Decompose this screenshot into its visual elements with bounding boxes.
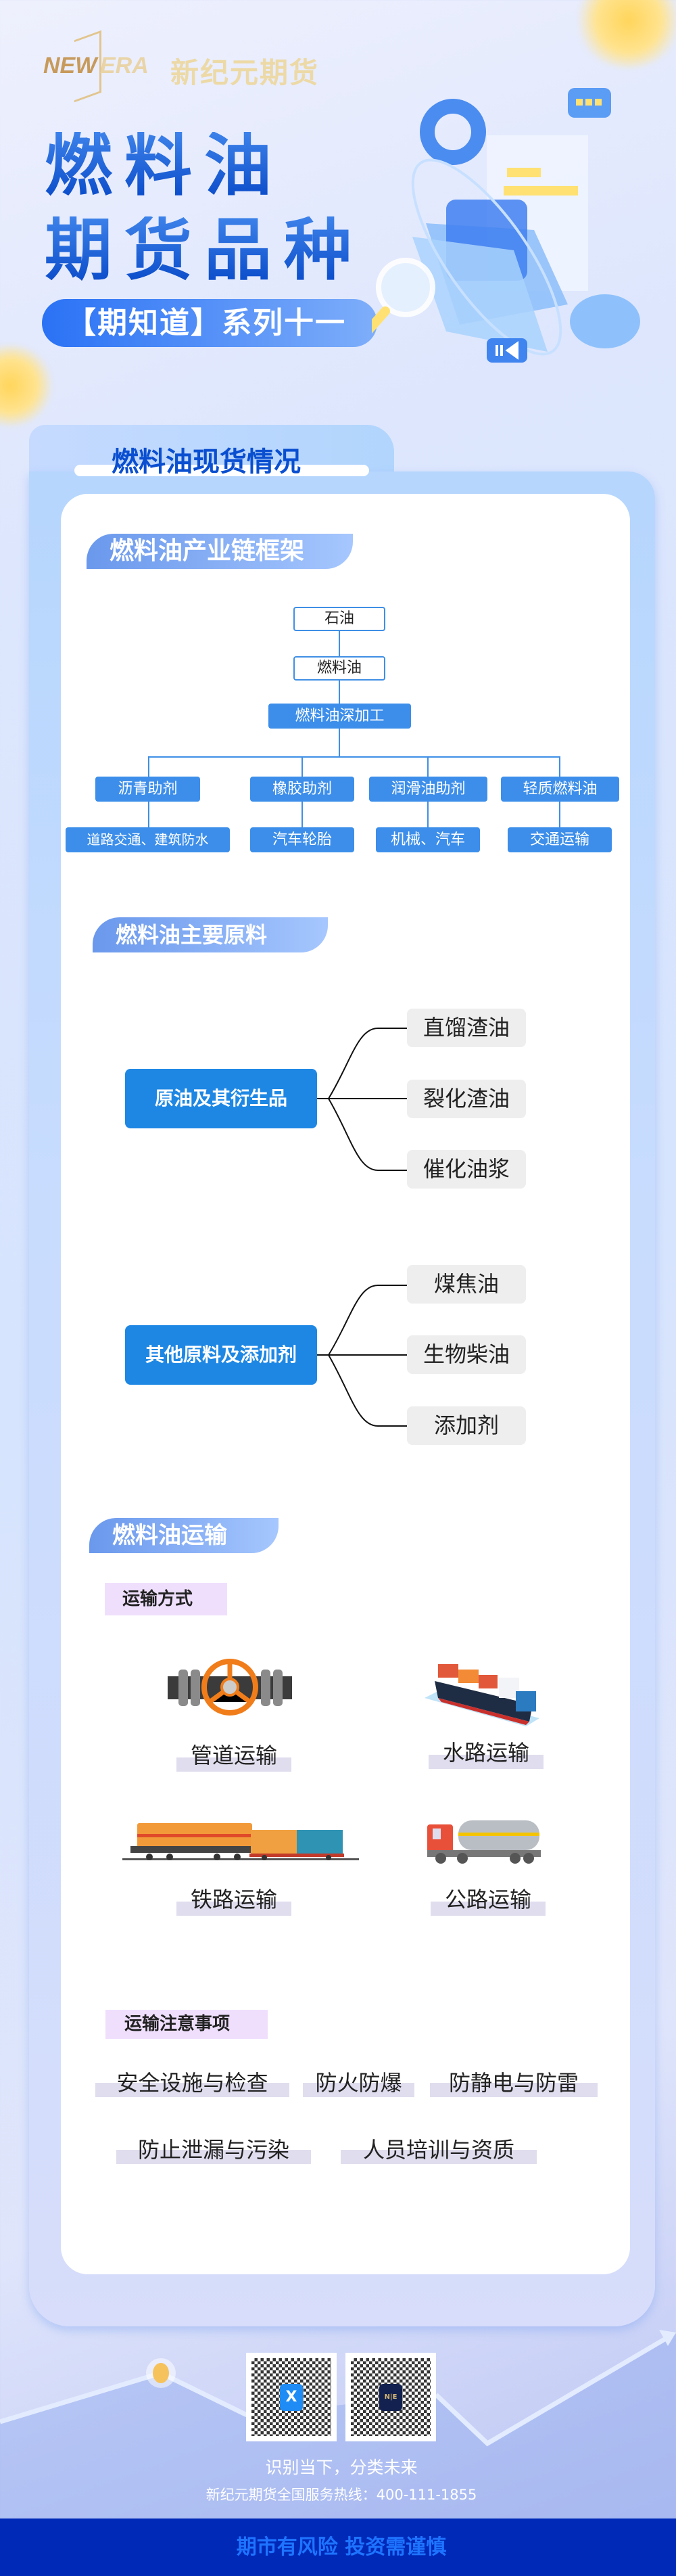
chain-branch: 沥青助剂	[95, 777, 200, 802]
panel-title: 燃料油现货情况	[112, 446, 301, 478]
transport-mode-label: 铁路运输	[176, 1887, 291, 1916]
logo-company-name: 新纪元期货	[170, 56, 320, 89]
chain-branch: 轻质燃料油	[501, 777, 619, 802]
chain-use: 机械、汽车	[376, 827, 480, 852]
gold-coin-decoration	[575, 0, 676, 68]
series-badge: 【期知道】系列十一	[42, 299, 377, 347]
chain-node-processing: 燃料油深加工	[268, 704, 411, 729]
material-item: 裂化渣油	[407, 1080, 526, 1118]
transport-note: 安全设施与检查	[95, 2071, 289, 2097]
connector	[339, 631, 340, 656]
freight-train-icon	[122, 1823, 359, 1860]
material-item: 直馏渣油	[407, 1009, 526, 1047]
chain-branch: 橡胶助剂	[250, 777, 354, 802]
qr-code-app[interactable]: X	[246, 2353, 337, 2441]
cloud-icon	[570, 294, 640, 348]
magnifier-icon	[376, 258, 435, 317]
transport-note: 防火防爆	[303, 2071, 414, 2097]
material-item: 生物柴油	[407, 1335, 526, 1374]
transport-note: 防静电与防雷	[430, 2071, 598, 2097]
material-item: 催化油浆	[407, 1150, 526, 1189]
folder-illustration	[372, 88, 640, 363]
subheading-modes: 运输方式	[105, 1583, 227, 1615]
connector	[339, 729, 340, 757]
section-heading-chain: 燃料油产业链框架	[87, 534, 353, 569]
service-hotline: 新纪元期货全国服务热线：400-111-1855	[206, 2487, 477, 2503]
logo-new: NEW	[43, 53, 97, 78]
gold-coin-decoration	[0, 345, 54, 426]
risk-bar	[0, 2518, 676, 2576]
risk-warning: 期市有风险 投资需谨慎	[236, 2535, 447, 2559]
logo-era: ERA	[100, 53, 149, 78]
trend-line-decoration	[0, 2330, 676, 2518]
transport-mode-label: 公路运输	[431, 1887, 546, 1916]
material-item: 煤焦油	[407, 1265, 526, 1304]
tab-underline	[74, 465, 369, 476]
chain-node-fuel-oil: 燃料油	[293, 656, 385, 681]
connector	[148, 756, 560, 758]
chain-use: 交通运输	[508, 827, 612, 852]
chain-use: 道路交通、建筑防水	[66, 827, 230, 852]
transport-note: 防止泄漏与污染	[116, 2138, 311, 2164]
pipeline-valve-icon	[168, 1659, 292, 1716]
transport-note: 人员培训与资质	[341, 2138, 537, 2164]
chain-use: 汽车轮胎	[250, 827, 354, 852]
section-heading-materials: 燃料油主要原料	[93, 917, 328, 952]
chain-node-root: 石油	[293, 607, 385, 631]
page-title-line1: 燃料油	[45, 126, 284, 205]
material-group: 原油及其衍生品	[125, 1069, 317, 1128]
connector	[339, 681, 340, 704]
transport-mode-label: 水路运输	[429, 1741, 544, 1769]
cargo-ship-icon	[425, 1664, 539, 1726]
material-item: 添加剂	[407, 1406, 526, 1445]
subheading-notes: 运输注意事项	[105, 2010, 268, 2039]
section-heading-transport: 燃料油运输	[89, 1518, 279, 1553]
app-logo-icon: X	[280, 2383, 303, 2411]
company-logo-icon: N|E	[379, 2383, 402, 2411]
tanker-truck-icon	[427, 1820, 541, 1864]
page-title-line2: 期货品种	[45, 210, 364, 290]
donut-icon	[420, 99, 486, 165]
slogan: 识别当下，分类未来	[265, 2458, 418, 2477]
transport-mode-label: 管道运输	[176, 1743, 291, 1772]
chain-branch: 润滑油助剂	[369, 777, 487, 802]
qr-code-wechat[interactable]: N|E	[345, 2353, 436, 2441]
highlight-dot	[153, 2363, 169, 2383]
mindmap-connectors	[317, 1028, 407, 1427]
material-group: 其他原料及添加剂	[125, 1325, 317, 1385]
